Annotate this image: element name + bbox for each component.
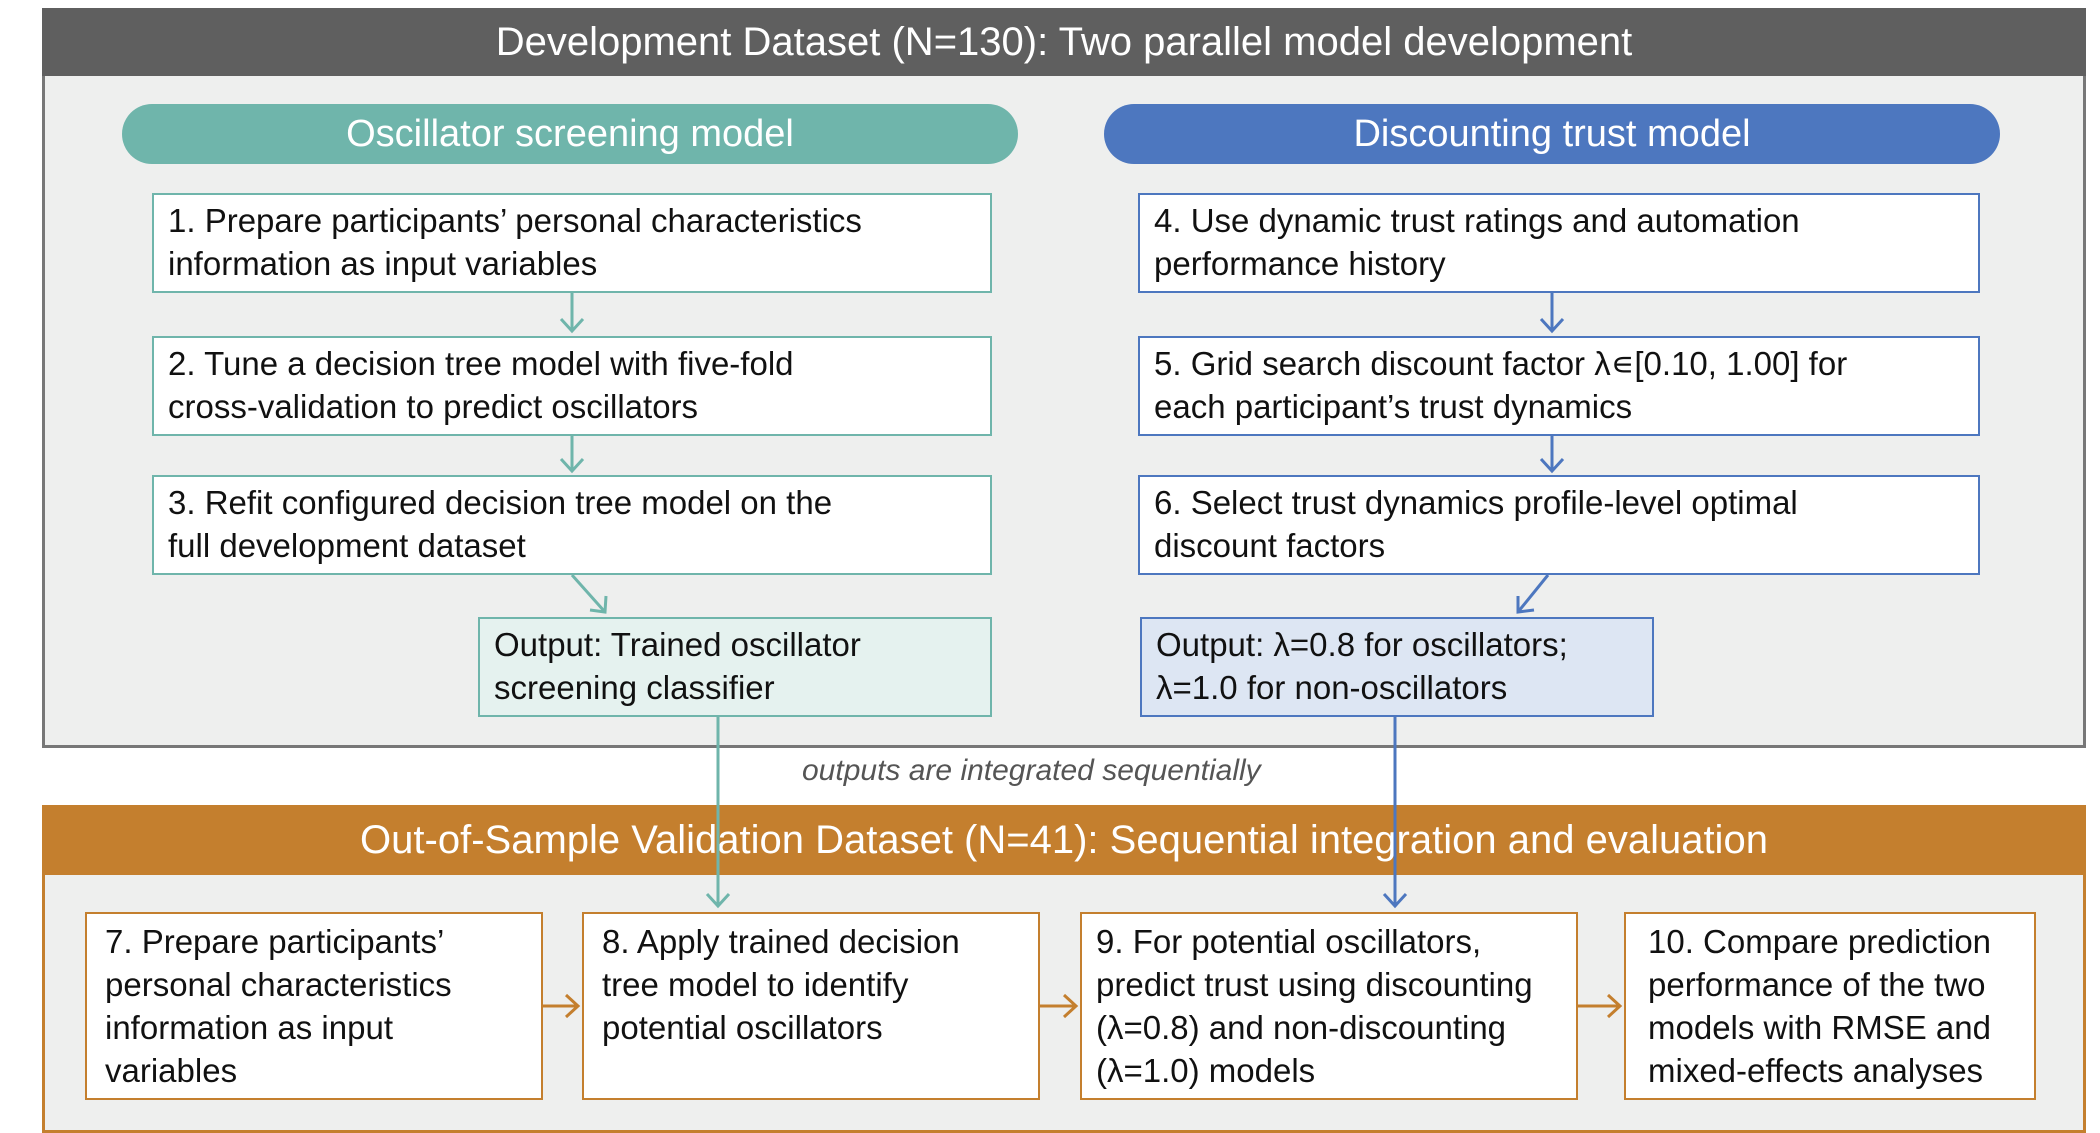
step-5-line-2: each participant’s trust dynamics: [1154, 388, 1633, 425]
step-1-line-1: 1. Prepare participants’ personal charac…: [168, 202, 862, 239]
step-9-line-1: 9. For potential oscillators,: [1096, 923, 1482, 960]
discounting-output-line-1: Output: λ=0.8 for oscillators;: [1156, 626, 1568, 663]
oscillator-output-box: Output: Trained oscillator screening cla…: [478, 617, 992, 717]
step-5-line-1: 5. Grid search discount factor λ∊[0.10, …: [1154, 345, 1848, 382]
step-9-box: 9. For potential oscillators, predict tr…: [1080, 912, 1578, 1100]
step-2-box: 2. Tune a decision tree model with five-…: [152, 336, 992, 436]
step-7-line-4: variables: [105, 1052, 238, 1089]
step-9-line-3: (λ=0.8) and non-discounting: [1096, 1009, 1507, 1046]
step-9-line-4: (λ=1.0) models: [1096, 1052, 1316, 1089]
step-4-line-1: 4. Use dynamic trust ratings and automat…: [1154, 202, 1800, 239]
step-10-box: 10. Compare prediction performance of th…: [1624, 912, 2036, 1100]
oscillator-model-title: Oscillator screening model: [122, 104, 1018, 164]
step-4-box: 4. Use dynamic trust ratings and automat…: [1138, 193, 1980, 293]
integration-note: outputs are integrated sequentially: [802, 754, 1261, 787]
step-6-box: 6. Select trust dynamics profile-level o…: [1138, 475, 1980, 575]
step-3-box: 3. Refit configured decision tree model …: [152, 475, 992, 575]
arrow-6-to-output: [1516, 574, 1550, 613]
discounting-output-line-2: λ=1.0 for non-oscillators: [1156, 669, 1508, 706]
step-5-box: 5. Grid search discount factor λ∊[0.10, …: [1138, 336, 1980, 436]
oscillator-output-line-1: Output: Trained oscillator: [494, 626, 861, 663]
oscillator-output-line-2: screening classifier: [494, 669, 775, 706]
step-2-line-2: cross-validation to predict oscillators: [168, 388, 699, 425]
step-7-line-3: information as input: [105, 1009, 393, 1046]
step-8-line-3: potential oscillators: [602, 1009, 883, 1046]
step-1-box: 1. Prepare participants’ personal charac…: [152, 193, 992, 293]
step-10-line-3: models with RMSE and: [1648, 1009, 1991, 1046]
arrow-3-to-output: [570, 574, 607, 613]
step-7-line-2: personal characteristics: [105, 966, 452, 1003]
step-6-line-1: 6. Select trust dynamics profile-level o…: [1154, 484, 1798, 521]
discounting-model-title: Discounting trust model: [1104, 104, 2000, 164]
step-8-box: 8. Apply trained decision tree model to …: [582, 912, 1040, 1100]
step-4-line-2: performance history: [1154, 245, 1446, 282]
step-1-line-2: information as input variables: [168, 245, 598, 282]
step-8-line-2: tree model to identify: [602, 966, 909, 1003]
step-2-line-1: 2. Tune a decision tree model with five-…: [168, 345, 794, 382]
step-3-line-1: 3. Refit configured decision tree model …: [168, 484, 833, 521]
step-7-box: 7. Prepare participants’ personal charac…: [85, 912, 543, 1100]
step-8-line-1: 8. Apply trained decision: [602, 923, 960, 960]
step-6-line-2: discount factors: [1154, 527, 1386, 564]
step-7-line-1: 7. Prepare participants’: [105, 923, 445, 960]
discounting-output-box: Output: λ=0.8 for oscillators; λ=1.0 for…: [1140, 617, 1654, 717]
validation-header: Out-of-Sample Validation Dataset (N=41):…: [42, 805, 2086, 875]
step-10-line-4: mixed-effects analyses: [1648, 1052, 1984, 1089]
step-3-line-2: full development dataset: [168, 527, 526, 564]
development-header: Development Dataset (N=130): Two paralle…: [42, 8, 2086, 76]
step-9-line-2: predict trust using discounting: [1096, 966, 1533, 1003]
step-10-line-1: 10. Compare prediction: [1648, 923, 1992, 960]
step-10-line-2: performance of the two: [1648, 966, 1986, 1003]
